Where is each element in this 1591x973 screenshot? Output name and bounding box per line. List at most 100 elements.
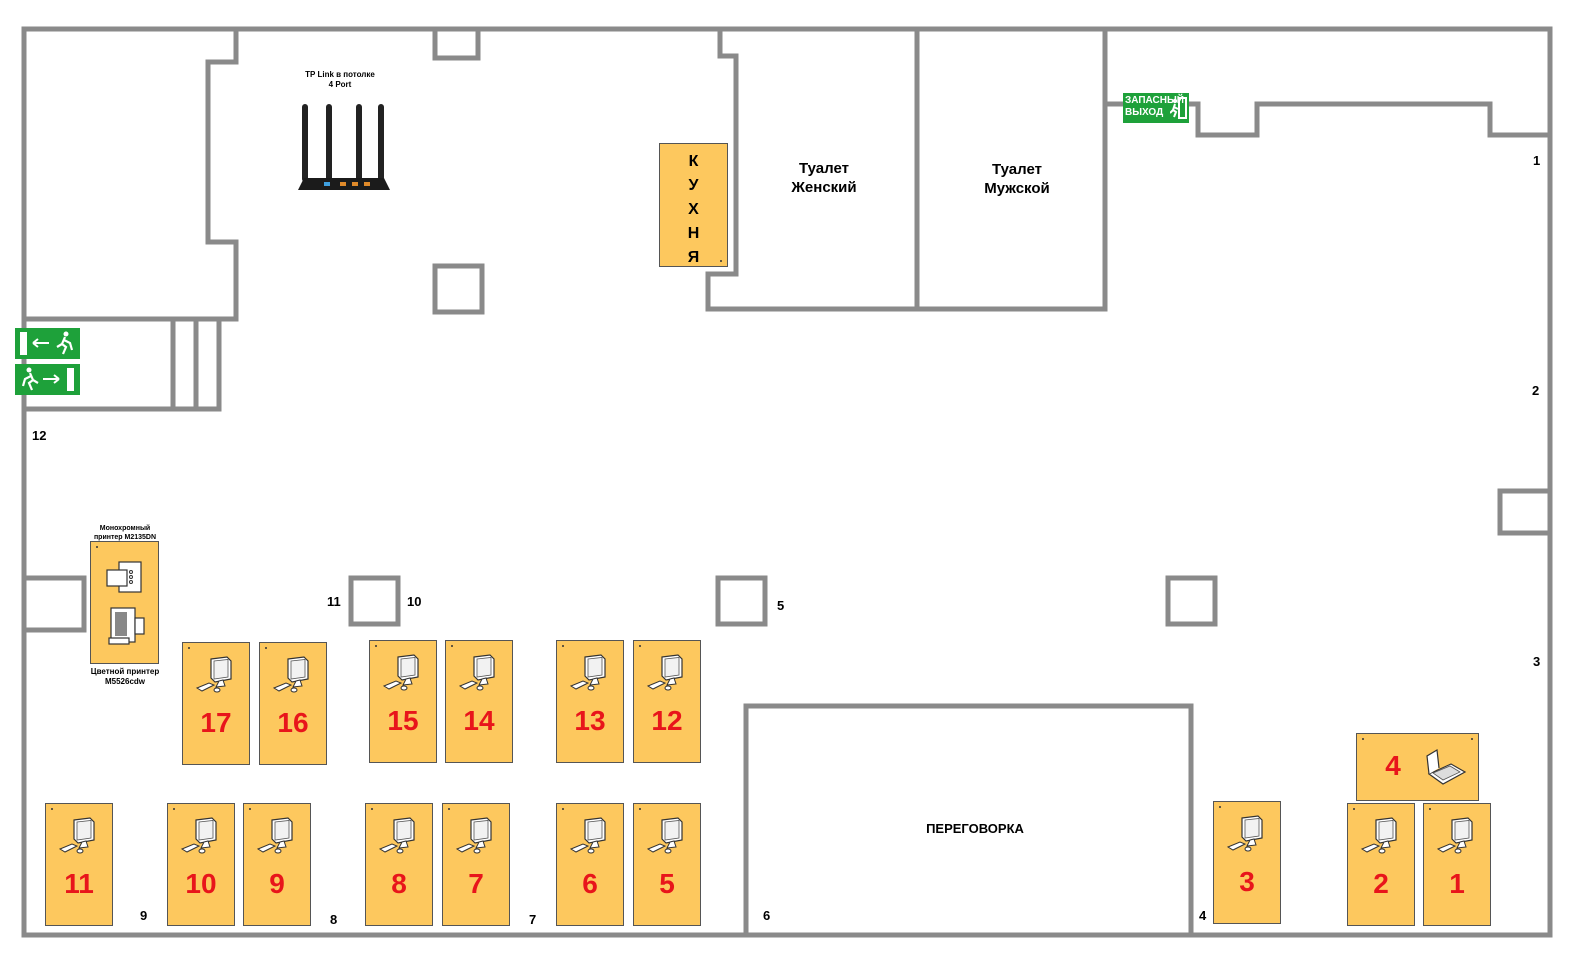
wall-number: 9 <box>140 908 148 923</box>
workstation-number: 4 <box>1385 750 1401 781</box>
color-printer-icon <box>108 607 145 645</box>
wall-number: 12 <box>32 428 47 443</box>
marker-dot <box>1362 738 1364 740</box>
outer-wall <box>21 26 1553 938</box>
exit-left-arrow-icon <box>20 331 74 355</box>
marker-dot <box>1353 808 1355 810</box>
workstation-3: 3 <box>1213 801 1281 924</box>
marker-dot <box>173 808 175 810</box>
kitchen-label: К У Х Н Я <box>687 153 700 266</box>
wall-number: 6 <box>763 908 771 923</box>
top-pillar <box>432 29 481 61</box>
workstation-2: 2 <box>1347 803 1415 926</box>
workstation-11: 11 <box>45 803 113 926</box>
wall-number: 4 <box>1199 908 1207 923</box>
marker-dot <box>249 808 251 810</box>
left-pillar <box>21 575 87 633</box>
workstation-13: 13 <box>556 640 624 763</box>
toilet-female-label: Туалет Женский <box>791 160 857 196</box>
workstation-number: 13 <box>574 705 606 736</box>
workstation-number: 17 <box>200 707 232 738</box>
meeting-room-wall <box>743 703 1194 935</box>
router-caption: TP Link в потолке 4 Port <box>305 70 375 89</box>
workstation-number: 16 <box>277 707 309 738</box>
workstation-4: 4 <box>1356 733 1479 801</box>
pillar <box>348 575 401 627</box>
printer-desk <box>90 541 159 664</box>
wall-number: 10 <box>407 594 422 609</box>
pillar <box>1497 488 1553 536</box>
walls <box>21 26 1553 938</box>
pillar <box>432 263 485 315</box>
color-printer-caption: Цветной принтер M5526cdw <box>90 667 160 686</box>
workstation-number: 3 <box>1239 866 1255 897</box>
workstation-number: 8 <box>391 868 407 899</box>
exit-runner-icon <box>1170 97 1187 119</box>
wall-number: 8 <box>330 912 338 927</box>
emergency-exit-sign: ЗАПАСНЫЙ ВЫХОД <box>1123 93 1189 123</box>
workstation-number: 14 <box>463 705 495 736</box>
marker-dot <box>639 645 641 647</box>
workstation-7: 7 <box>442 803 510 926</box>
corridor-wall <box>24 319 222 412</box>
marker-dot <box>562 645 564 647</box>
wall-number: 2 <box>1532 383 1540 398</box>
workstation-10: 10 <box>167 803 235 926</box>
workstation-number: 12 <box>651 705 683 736</box>
workstation-number: 5 <box>659 868 675 899</box>
marker-dot <box>188 647 190 649</box>
marker-dot <box>51 808 53 810</box>
wall-number: 11 <box>327 594 341 609</box>
workstation-number: 15 <box>387 705 419 736</box>
workstation-14: 14 <box>445 640 513 763</box>
workstation-number: 10 <box>185 868 217 899</box>
marker-dot <box>1471 738 1473 740</box>
marker-dot <box>562 808 564 810</box>
pillar <box>1165 575 1218 627</box>
pillar <box>715 575 768 627</box>
workstation-15: 15 <box>369 640 437 763</box>
toilets-block-wall <box>705 29 1108 312</box>
workstation-number: 11 <box>64 868 94 899</box>
workstation-16: 16 <box>259 642 327 765</box>
workstation-number: 6 <box>582 868 598 899</box>
exit-right-sign <box>15 364 80 395</box>
workstation-12: 12 <box>633 640 701 763</box>
workstation-17: 17 <box>182 642 250 765</box>
exit-right-arrow-icon <box>21 367 74 391</box>
workstation-9: 9 <box>243 803 311 926</box>
exit-left-sign <box>15 328 80 359</box>
marker-dot <box>720 260 722 262</box>
workstation-number: 9 <box>269 868 285 899</box>
upper-left-room-wall <box>24 29 239 322</box>
mono-printer-caption: Монохромный принтер M2135DN <box>93 525 157 541</box>
wall-number: 5 <box>777 598 785 613</box>
marker-dot <box>448 808 450 810</box>
wall-number: 1 <box>1533 153 1541 168</box>
emergency-exit-label: ЗАПАСНЫЙ ВЫХОД <box>1125 95 1184 118</box>
workstation-5: 5 <box>633 803 701 926</box>
marker-dot <box>1429 808 1431 810</box>
marker-dot <box>371 808 373 810</box>
toilet-male-label: Туалет Мужской <box>984 161 1050 197</box>
marker-dot <box>639 808 641 810</box>
marker-dot <box>375 645 377 647</box>
mono-printer-icon <box>106 561 142 593</box>
workstation-6: 6 <box>556 803 624 926</box>
marker-dot <box>451 645 453 647</box>
kitchen: К У Х Н Я <box>659 143 728 267</box>
workstation-1: 1 <box>1423 803 1491 926</box>
workstation-8: 8 <box>365 803 433 926</box>
router-icon <box>298 104 390 190</box>
meeting-room-label: ПЕРЕГОВОРКА <box>926 821 1024 836</box>
workstation-number: 1 <box>1449 868 1465 899</box>
workstation-number: 2 <box>1373 868 1389 899</box>
marker-dot <box>96 546 98 548</box>
upper-right-wall <box>1105 101 1550 138</box>
marker-dot <box>1219 806 1221 808</box>
wall-number: 7 <box>529 912 537 927</box>
marker-dot <box>265 647 267 649</box>
workstation-number: 7 <box>468 868 484 899</box>
wall-number: 3 <box>1533 654 1541 669</box>
